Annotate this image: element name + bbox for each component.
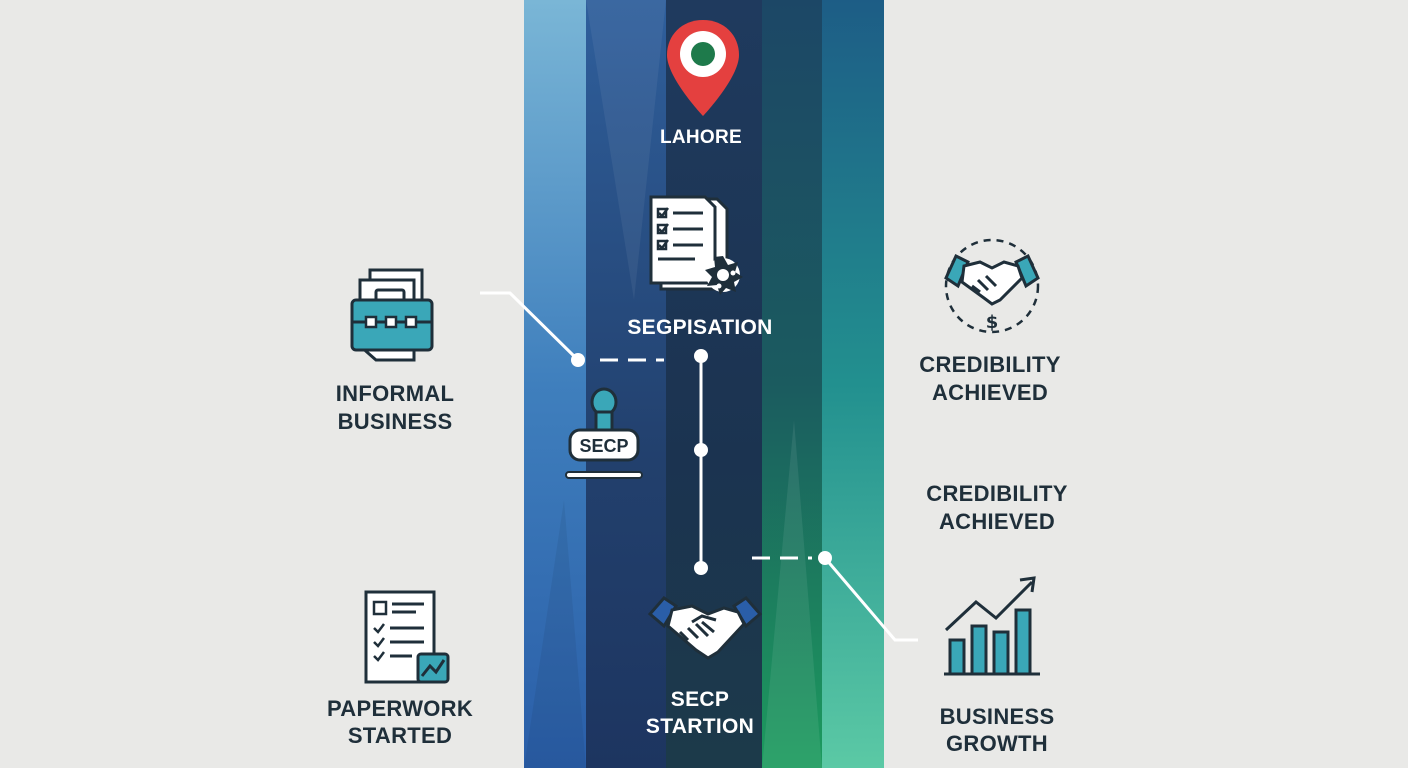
- credibility2-label-line2: ACHIEVED: [938, 509, 1056, 534]
- station-label-line1: SECP: [670, 688, 730, 711]
- location-pin-icon: [667, 20, 739, 116]
- location-label: LAHORE: [659, 127, 743, 148]
- informal-label-line1: INFORMAL: [335, 381, 455, 406]
- credibility2-label-line1: CREDIBILITY: [926, 481, 1068, 506]
- credibility-label-line2: ACHIEVED: [931, 380, 1049, 405]
- coin-symbol: $: [986, 312, 999, 333]
- growth-chart-icon: [944, 576, 1040, 676]
- registration-label: SEGPISATION: [627, 316, 773, 339]
- paperwork-document-icon: [364, 590, 450, 684]
- stamp-text: SECP: [579, 436, 628, 456]
- secp-stamp-icon: SECP: [565, 387, 643, 479]
- paperwork-label-line1: PAPERWORK: [326, 696, 474, 721]
- station-label-line2: STARTION: [645, 715, 755, 738]
- informal-label-line2: BUSINESS: [337, 409, 453, 434]
- growth-label-line1: BUSINESS: [939, 704, 1055, 729]
- handshake-icon: [647, 596, 763, 660]
- credibility-label-line1: CREDIBILITY: [919, 352, 1061, 377]
- paperwork-label-line2: STARTED: [347, 723, 453, 748]
- briefcase-icon: [350, 268, 434, 362]
- registration-document-icon: [649, 195, 743, 295]
- growth-label-line2: GROWTH: [945, 731, 1048, 756]
- credibility-handshake-icon: $: [944, 238, 1040, 334]
